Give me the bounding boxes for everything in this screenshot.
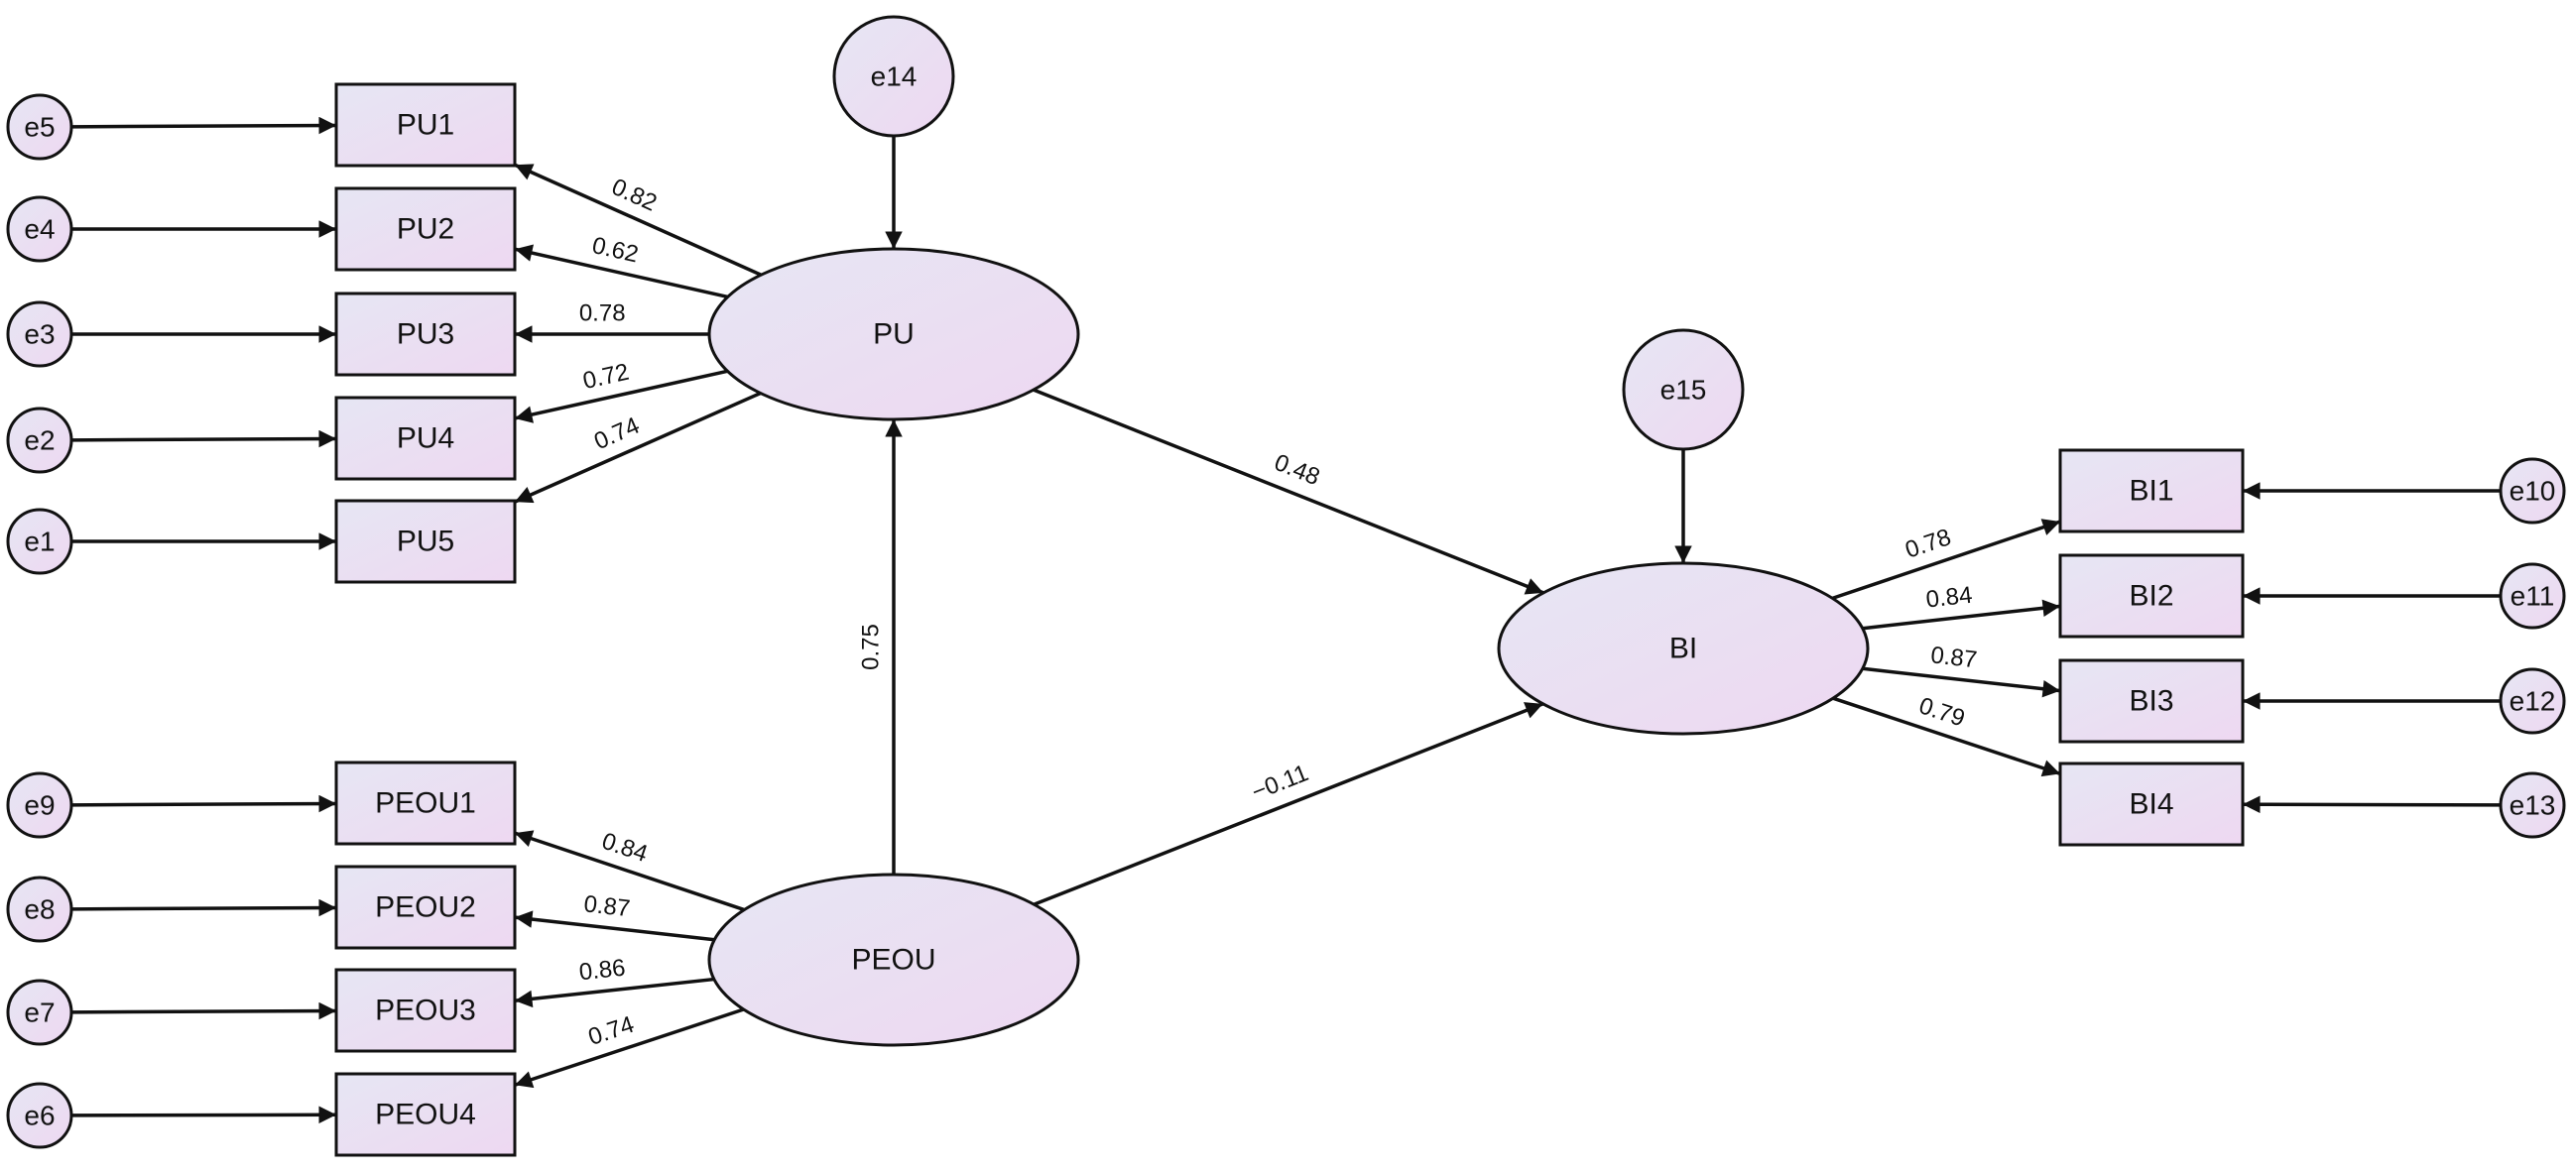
error-term-e11 <box>2499 562 2566 630</box>
loading-label-pu2: 0.62 <box>589 232 641 269</box>
indicator-peou4 <box>334 1072 517 1157</box>
error-term-e5 <box>6 93 73 161</box>
arrow-e2-to-pu4 <box>70 429 337 448</box>
latent-label-bi: BI <box>1669 633 1697 665</box>
path-arrow-pu-to-bi <box>1033 388 1544 595</box>
error-label-e11: e11 <box>2511 581 2555 612</box>
arrow-e9-to-peou1 <box>70 794 337 813</box>
error-label-e3: e3 <box>24 319 55 350</box>
loading-arrow-pu-pu1 <box>514 163 762 277</box>
error-label-e9: e9 <box>24 790 55 821</box>
indicator-label-pu1: PU1 <box>397 109 454 142</box>
indicator-pu5 <box>334 499 517 584</box>
loading-label-bi4: 0.79 <box>1915 692 1968 732</box>
error-term-e2 <box>6 407 73 474</box>
indicator-peou2 <box>334 865 517 950</box>
loading-label-bi1: 0.78 <box>1901 524 1954 564</box>
loading-label-peou1: 0.84 <box>598 828 651 868</box>
error-term-e13 <box>2499 771 2566 839</box>
indicator-peou1 <box>334 761 517 846</box>
error-term-e15 <box>1622 328 1745 451</box>
error-term-e14 <box>832 15 955 138</box>
error-label-e15: e15 <box>1660 375 1707 406</box>
indicator-label-peou3: PEOU3 <box>375 995 476 1027</box>
indicator-pu3 <box>334 292 517 377</box>
loading-arrow-bi-bi1 <box>1831 519 2061 601</box>
indicator-pu4 <box>334 396 517 481</box>
arrow-e7-to-peou3 <box>70 1001 337 1020</box>
latent-label-pu: PU <box>873 318 915 351</box>
error-label-e8: e8 <box>24 894 55 925</box>
latent-peou <box>707 873 1080 1047</box>
loading-arrow-peou-peou1 <box>514 830 745 912</box>
loading-arrow-peou-peou4 <box>514 1007 745 1089</box>
indicator-label-bi3: BI3 <box>2129 685 2173 718</box>
indicator-peou3 <box>334 968 517 1053</box>
nodes-layer: e5 e4 e3 e2 e1 e9 e8 e7 e6 e10 e11 e12 e13 e14 e15 PU1P… <box>6 15 2566 1157</box>
error-term-e6 <box>6 1082 73 1149</box>
error-term-e7 <box>6 979 73 1046</box>
arrow-e8-to-peou2 <box>70 898 337 917</box>
error-label-e13: e13 <box>2510 790 2556 821</box>
indicator-label-pu4: PU4 <box>397 422 454 455</box>
error-term-e3 <box>6 300 73 368</box>
error-label-e5: e5 <box>24 112 55 143</box>
loading-label-pu3: 0.78 <box>579 299 626 326</box>
indicator-label-pu3: PU3 <box>397 318 454 351</box>
error-label-e4: e4 <box>24 214 55 245</box>
indicator-pu2 <box>334 186 517 272</box>
indicator-bi1 <box>2058 448 2245 533</box>
indicator-label-pu2: PU2 <box>397 213 454 246</box>
loading-arrow-peou-peou2 <box>514 910 715 942</box>
error-term-e9 <box>6 771 73 839</box>
indicator-pu1 <box>334 82 517 168</box>
error-label-e10: e10 <box>2510 476 2556 507</box>
error-label-e2: e2 <box>24 425 55 456</box>
path-arrow-peou-to-bi <box>1033 702 1544 906</box>
indicator-label-peou1: PEOU1 <box>375 787 476 820</box>
error-label-e6: e6 <box>24 1101 55 1131</box>
error-term-e4 <box>6 195 73 263</box>
latent-label-peou: PEOU <box>851 944 935 977</box>
latent-bi <box>1497 561 1870 736</box>
loading-arrow-bi-bi2 <box>1862 599 2061 631</box>
indicator-label-bi1: BI1 <box>2129 475 2173 508</box>
latent-pu <box>707 247 1080 421</box>
indicator-label-bi4: BI4 <box>2129 788 2173 821</box>
loading-label-peou4: 0.74 <box>585 1011 638 1051</box>
error-label-e7: e7 <box>24 998 55 1028</box>
arrow-e13-to-bi4 <box>2242 795 2502 814</box>
indicator-bi2 <box>2058 553 2245 639</box>
indicator-bi3 <box>2058 658 2245 744</box>
indicator-label-peou4: PEOU4 <box>375 1099 476 1131</box>
indicator-label-pu5: PU5 <box>397 526 454 558</box>
indicator-bi4 <box>2058 762 2245 847</box>
loading-label-peou2: 0.87 <box>582 890 631 922</box>
indicator-label-peou2: PEOU2 <box>375 891 476 924</box>
loading-label-bi3: 0.87 <box>1929 642 1978 673</box>
error-term-e1 <box>6 508 73 575</box>
loading-arrow-bi-bi3 <box>1862 666 2061 698</box>
arrow-e5-to-pu1 <box>70 116 337 135</box>
error-label-e12: e12 <box>2510 686 2556 717</box>
loading-arrow-pu-pu4 <box>514 369 728 423</box>
path-label-peou-pu: 0.75 <box>857 624 884 670</box>
loading-arrow-pu-pu5 <box>514 391 762 504</box>
loading-arrow-bi-bi4 <box>1832 696 2061 777</box>
error-label-e1: e1 <box>24 527 55 557</box>
edges-layer <box>70 116 2502 1124</box>
loading-arrow-pu-pu2 <box>514 244 729 299</box>
loading-label-bi2: 0.84 <box>1924 582 1973 614</box>
error-term-e8 <box>6 876 73 943</box>
indicator-label-bi2: BI2 <box>2129 580 2173 613</box>
error-term-e10 <box>2499 457 2566 525</box>
loading-label-peou3: 0.86 <box>577 955 626 987</box>
loading-label-pu4: 0.72 <box>580 359 631 395</box>
loading-arrow-peou-peou3 <box>514 977 715 1008</box>
error-term-e12 <box>2499 667 2566 735</box>
error-label-e14: e14 <box>871 61 918 92</box>
path-label-pu-bi: 0.48 <box>1271 449 1323 491</box>
